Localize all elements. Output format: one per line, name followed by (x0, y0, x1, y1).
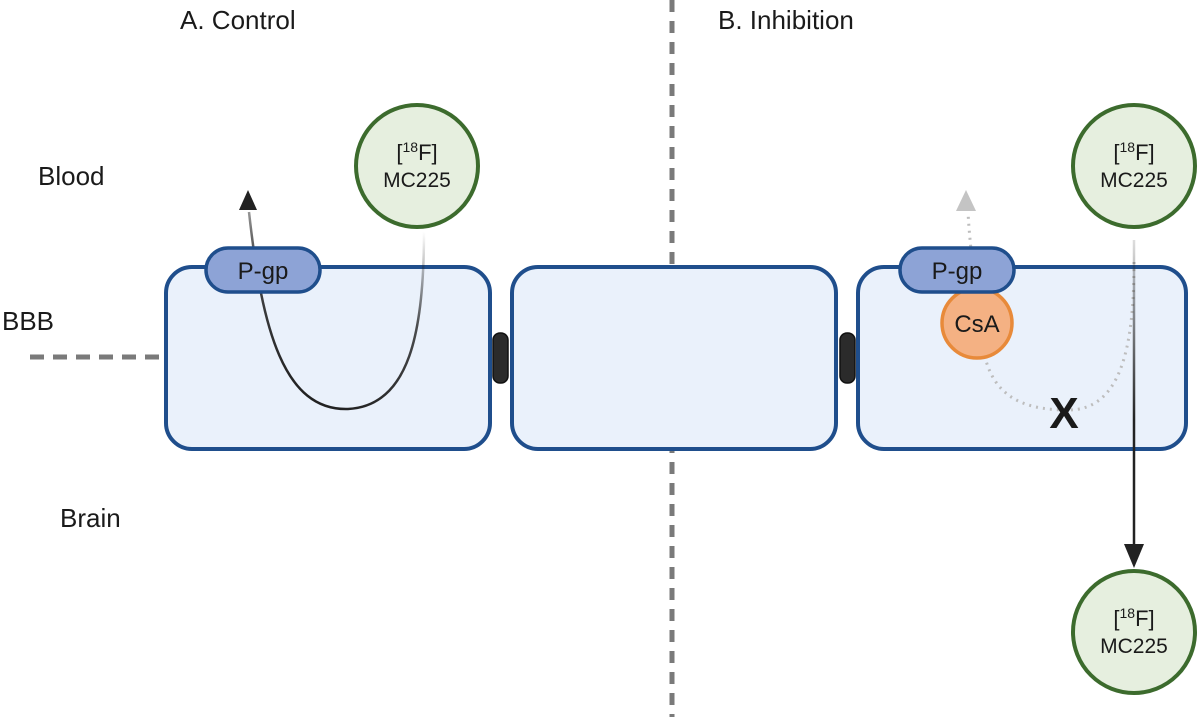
block-x-mark: X (1049, 389, 1078, 438)
tracer-molecule-inhibition-brain: [18F] MC225 (1071, 569, 1197, 695)
efflux-arrowhead (239, 190, 257, 210)
blocked-efflux-arrowhead (956, 190, 976, 211)
tight-junction-left (492, 332, 509, 384)
endothelial-cell-right (856, 265, 1188, 451)
tracer-isotope-label: [18F] (1113, 605, 1154, 631)
csa-inhibitor: CsA (940, 286, 1014, 360)
endothelial-cell-left (164, 265, 492, 451)
csa-label: CsA (954, 311, 999, 338)
tracer-isotope-label: [18F] (1113, 139, 1154, 165)
region-label-brain: Brain (60, 503, 121, 533)
efflux-pathway-curve (247, 211, 426, 411)
brain-entry-arrowhead (1124, 544, 1144, 568)
panel-title-control: A. Control (180, 5, 296, 35)
tracer-molecule-inhibition-blood: [18F] MC225 (1071, 103, 1197, 229)
region-label-bbb: BBB (2, 306, 54, 336)
panel-title-inhibition: B. Inhibition (718, 5, 854, 35)
region-label-blood: Blood (38, 161, 105, 191)
tracer-compound-label: MC225 (383, 169, 451, 192)
endothelial-cell-middle (510, 265, 838, 451)
pgp-transporter-inhibition (898, 246, 1016, 294)
pgp-transporter-control (204, 246, 322, 294)
tracer-compound-label: MC225 (1100, 169, 1168, 192)
pgp-label-control: P-gp (238, 258, 289, 285)
tracer-molecule-control: [18F] MC225 (354, 103, 480, 229)
pgp-label-inhibition: P-gp (932, 258, 983, 285)
tight-junction-right (839, 332, 856, 384)
tracer-compound-label: MC225 (1100, 635, 1168, 658)
tracer-isotope-label: [18F] (396, 139, 437, 165)
